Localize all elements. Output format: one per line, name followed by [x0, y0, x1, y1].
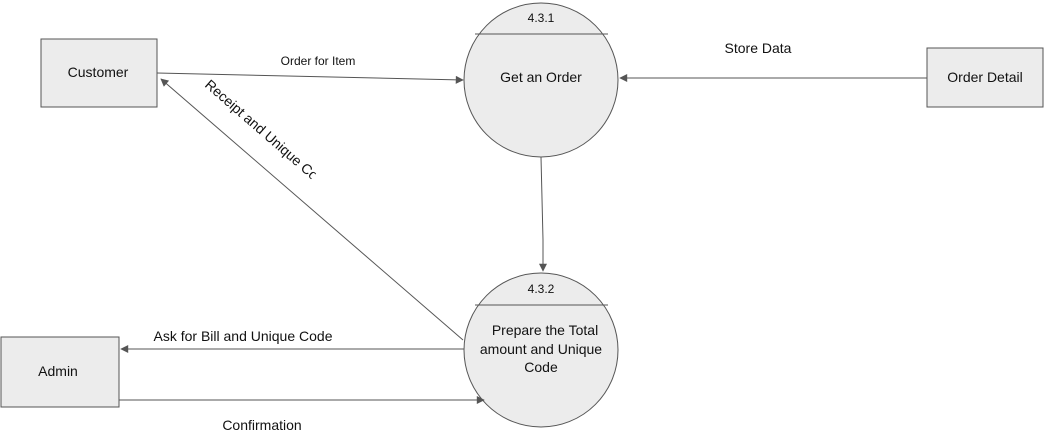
flow-receipt-and-unique-code[interactable]: Receipt and Unique Code: [160, 76, 464, 341]
process-2-label-line-1: Prepare the Total: [492, 322, 598, 338]
flow-order-for-item[interactable]: Order for Item: [156, 54, 464, 84]
flow-ask-for-bill-label: Ask for Bill and Unique Code: [154, 328, 333, 344]
process-1-label: Get an Order: [500, 69, 582, 85]
entity-admin-label: Admin: [38, 363, 78, 379]
entity-customer-box: [40, 38, 158, 108]
flow-store-data-label: Store Data: [725, 40, 792, 56]
entity-order-detail-box: [926, 47, 1044, 108]
flow-order-for-item-label: Order for Item: [281, 54, 356, 68]
entity-order-detail-label: Order Detail: [947, 69, 1022, 85]
process-2-circle: [463, 272, 619, 428]
process-2-label-line-2: amount and Unique: [480, 341, 602, 357]
flow-receipt-label: Receipt and Unique Code: [202, 76, 334, 193]
entity-order-detail[interactable]: Order Detail: [926, 47, 1044, 108]
flow-confirmation-label: Confirmation: [222, 417, 301, 433]
flow-confirmation[interactable]: Confirmation: [119, 396, 485, 433]
flow-receipt-label-group: Receipt and Unique Code: [202, 76, 334, 193]
process-2-label-line-3: Code: [524, 359, 558, 375]
flow-receipt-arrow: [160, 78, 464, 341]
entity-admin[interactable]: Admin: [0, 336, 120, 408]
process-prepare-total[interactable]: 4.3.2 Prepare the Total amount and Uniqu…: [463, 272, 619, 428]
flow-process-1-to-process-2-arrow: [539, 156, 547, 272]
flow-ask-for-bill[interactable]: Ask for Bill and Unique Code: [120, 328, 464, 353]
process-get-an-order[interactable]: 4.3.1 Get an Order: [463, 2, 619, 158]
flow-process-1-to-process-2[interactable]: [539, 156, 547, 272]
flow-store-data[interactable]: Store Data: [619, 40, 927, 82]
process-2-id: 4.3.2: [528, 282, 555, 296]
flow-order-for-item-arrow: [156, 72, 464, 84]
entity-customer-label: Customer: [68, 64, 129, 80]
entity-admin-box: [0, 336, 120, 408]
process-1-id: 4.3.1: [528, 11, 555, 25]
entity-customer[interactable]: Customer: [40, 38, 158, 108]
